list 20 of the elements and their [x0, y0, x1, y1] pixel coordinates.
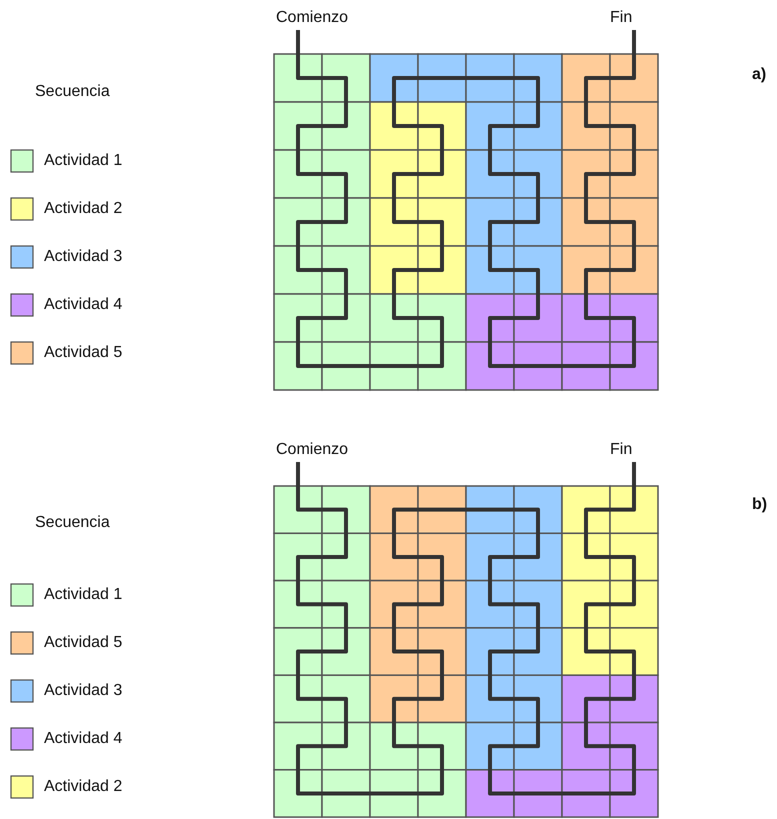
endpoint-label: Fin [610, 440, 632, 460]
legend-label: Actividad 4 [44, 729, 122, 749]
legend-label: Actividad 1 [44, 585, 122, 605]
endpoint-label: Fin [610, 8, 632, 28]
panel-label: b) [752, 495, 768, 515]
legend-label: Actividad 2 [44, 199, 122, 219]
panel-label: a) [752, 65, 766, 85]
endpoint-label: Comienzo [276, 8, 348, 28]
legend-label: Actividad 5 [44, 633, 122, 653]
path-line [296, 30, 636, 368]
legend-label: Actividad 3 [44, 247, 122, 267]
endpoint-label: Comienzo [276, 440, 348, 460]
legend-label: Actividad 3 [44, 681, 122, 701]
path-line [296, 462, 636, 796]
legend-label: Actividad 2 [44, 777, 122, 797]
legend-title: Secuencia [35, 513, 110, 533]
legend-label: Actividad 5 [44, 343, 122, 363]
legend-title: Secuencia [35, 82, 110, 102]
legend-label: Actividad 4 [44, 295, 122, 315]
legend-label: Actividad 1 [44, 151, 122, 171]
